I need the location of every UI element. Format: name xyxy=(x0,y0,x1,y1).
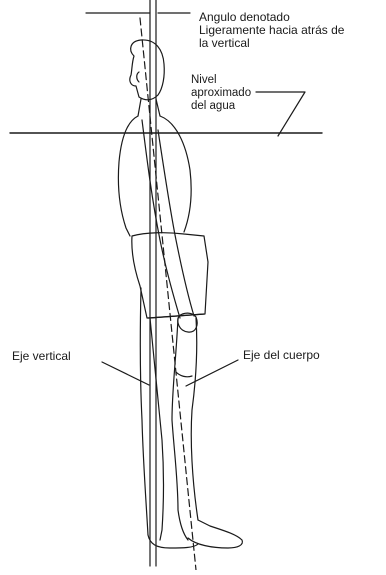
angle-label: Angulo denotado Ligeramente hacia atrás … xyxy=(199,11,344,50)
water-level-label-line-1: Nivel xyxy=(191,74,251,87)
body-axis-label: Eje del cuerpo xyxy=(243,349,320,362)
vertical-axis-pointer xyxy=(102,362,149,385)
figure-arm-front xyxy=(158,130,194,316)
figure-foot-front xyxy=(188,520,242,548)
body-axis-pointer xyxy=(186,360,238,386)
figure-knee xyxy=(176,372,192,377)
figure-shorts xyxy=(132,233,208,318)
figure-leg-front-outer xyxy=(191,318,198,520)
angle-label-line-3: la vertical xyxy=(199,37,344,50)
water-level-pointer xyxy=(256,92,305,136)
vertical-axis-label: Eje vertical xyxy=(12,350,71,363)
water-level-label-line-2: aproximado xyxy=(191,87,251,100)
water-level-label: Nivel aproximado del agua xyxy=(191,74,251,113)
figure-leg-back-outer xyxy=(140,288,148,535)
figure-torso xyxy=(118,116,191,236)
water-level-label-line-3: del agua xyxy=(191,100,251,113)
figure-leg-back xyxy=(150,318,164,540)
figure-ear xyxy=(137,72,139,82)
